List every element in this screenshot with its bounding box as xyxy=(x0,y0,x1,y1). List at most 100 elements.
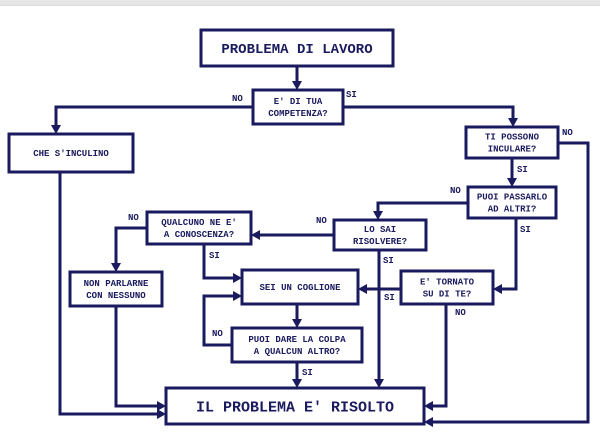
node-text: A QUALCUN ALTRO? xyxy=(254,347,340,357)
node-text: PUOI DARE LA COLPA xyxy=(248,335,346,345)
node-text: E' DI TUA xyxy=(274,97,323,107)
edge-label-si: SI xyxy=(346,90,357,100)
node-text: A CONOSCENZA? xyxy=(164,230,234,240)
edge-label-no: NO xyxy=(455,308,466,318)
node-box xyxy=(332,218,428,252)
window-top-bar xyxy=(0,0,600,6)
arrow-head-icon xyxy=(374,379,384,388)
edge-label-si: SI xyxy=(517,165,528,175)
arrow-head-icon xyxy=(424,417,433,427)
edge-sinculino-to-risolto xyxy=(58,172,166,419)
node-box xyxy=(199,28,395,68)
node-box xyxy=(240,268,360,306)
edge-label-si: SI xyxy=(302,368,313,378)
node-text: PROBLEMA DI LAVORO xyxy=(221,42,372,58)
node-box xyxy=(145,210,253,246)
node-text: CHE S'INCULINO xyxy=(33,149,109,159)
arrow-head-icon xyxy=(358,284,367,294)
node-tornato: E' TORNATO SU DI TE? xyxy=(399,269,495,306)
arrow-head-icon xyxy=(233,291,242,301)
edge-line xyxy=(114,226,147,265)
edge-label-no: NO xyxy=(316,216,327,226)
edges-layer xyxy=(51,66,590,427)
edge-risolvere-to-conoscenza xyxy=(251,230,334,240)
edge-label-no: NO xyxy=(232,94,243,104)
edge-line xyxy=(114,306,159,408)
node-start: PROBLEMA DI LAVORO xyxy=(199,28,395,68)
node-text: PUOI PASSARLO xyxy=(477,193,548,203)
node-box xyxy=(7,132,135,174)
edge-colpa-to-risolto xyxy=(292,362,302,388)
node-text: SEI UN COGLIONE xyxy=(259,283,341,293)
edge-line xyxy=(431,141,590,424)
node-text: AD ALTRI? xyxy=(488,205,537,215)
edge-tornato-to-risolto xyxy=(424,304,448,411)
nodes-layer: PROBLEMA DI LAVORO E' DI TUA COMPETENZA? CH… xyxy=(7,28,560,426)
edge-competenza-to-sinculino xyxy=(51,105,253,134)
edge-tornato-to-coglione xyxy=(358,284,401,294)
arrow-head-icon xyxy=(508,118,518,127)
node-box xyxy=(466,185,558,220)
arrow-head-icon xyxy=(424,401,433,411)
edge-label-no: NO xyxy=(450,186,461,196)
edge-label-no: NO xyxy=(562,128,573,138)
edge-label-si: SI xyxy=(383,256,394,266)
arrow-head-icon xyxy=(251,230,260,240)
node-box xyxy=(399,269,495,306)
node-inculare: TI POSSONO INCULARE? xyxy=(464,125,560,160)
node-competenza: E' DI TUA COMPETENZA? xyxy=(251,88,345,126)
edge-inculare-to-passarlo xyxy=(507,158,517,187)
node-box xyxy=(464,125,560,160)
edge-inculare-to-risolto xyxy=(424,141,590,427)
node-text: INCULARE? xyxy=(488,145,537,155)
arrow-head-icon xyxy=(51,125,61,134)
arrow-head-icon xyxy=(507,178,517,187)
node-risolvere: LO SAI RISOLVERE? xyxy=(332,218,428,252)
node-text: SU DI TE? xyxy=(423,290,472,300)
edge-coglione-to-colpa xyxy=(292,304,302,328)
edge-line xyxy=(431,304,448,408)
edge-line xyxy=(58,172,159,416)
edge-line xyxy=(500,218,518,291)
node-passarlo: PUOI PASSARLO AD ALTRI? xyxy=(466,185,558,220)
node-risolto: IL PROBLEMA E' RISOLTO xyxy=(164,386,426,426)
arrow-head-icon xyxy=(292,319,302,328)
node-colpa: PUOI DARE LA COLPA A QUALCUN ALTRO? xyxy=(230,326,364,364)
node-box xyxy=(251,88,345,126)
arrow-head-icon xyxy=(111,263,121,272)
arrow-head-icon xyxy=(373,211,383,220)
arrow-head-icon xyxy=(233,273,242,283)
node-text: IL PROBLEMA E' RISOLTO xyxy=(196,399,394,416)
edge-label-no: NO xyxy=(128,213,139,223)
node-box xyxy=(164,386,426,426)
node-text: NON PARLARNE xyxy=(84,279,149,289)
edge-risolvere-to-risolto xyxy=(374,250,384,388)
node-text: COMPETENZA? xyxy=(268,109,327,119)
edge-start-to-competenza xyxy=(292,66,302,90)
edge-passarlo-to-risolvere xyxy=(373,201,468,220)
edge-line xyxy=(202,244,235,280)
edge-competenza-to-inculare xyxy=(343,105,518,127)
arrow-head-icon xyxy=(292,81,302,90)
edge-parlarne-to-risolto xyxy=(114,306,166,411)
node-box xyxy=(68,270,164,308)
node-sinculino: CHE S'INCULINO xyxy=(7,132,135,174)
arrow-head-icon xyxy=(157,409,166,419)
edge-line xyxy=(54,105,253,127)
edge-colpa-to-coglione xyxy=(202,291,242,347)
edge-label-si: SI xyxy=(209,251,220,261)
node-text: LO SAI xyxy=(364,225,396,235)
arrow-head-icon xyxy=(493,284,502,294)
edge-line xyxy=(343,105,515,120)
edge-conoscenza-to-parlarne xyxy=(111,226,147,272)
edge-label-si: SI xyxy=(520,225,531,235)
node-text: E' TORNATO xyxy=(420,278,475,288)
node-coglione: SEI UN COGLIONE xyxy=(240,268,360,306)
node-text: RISOLVERE? xyxy=(353,237,407,247)
edge-line xyxy=(202,294,235,347)
node-text: TI POSSONO xyxy=(485,133,540,143)
node-box xyxy=(230,326,364,364)
arrow-head-icon xyxy=(157,401,166,411)
